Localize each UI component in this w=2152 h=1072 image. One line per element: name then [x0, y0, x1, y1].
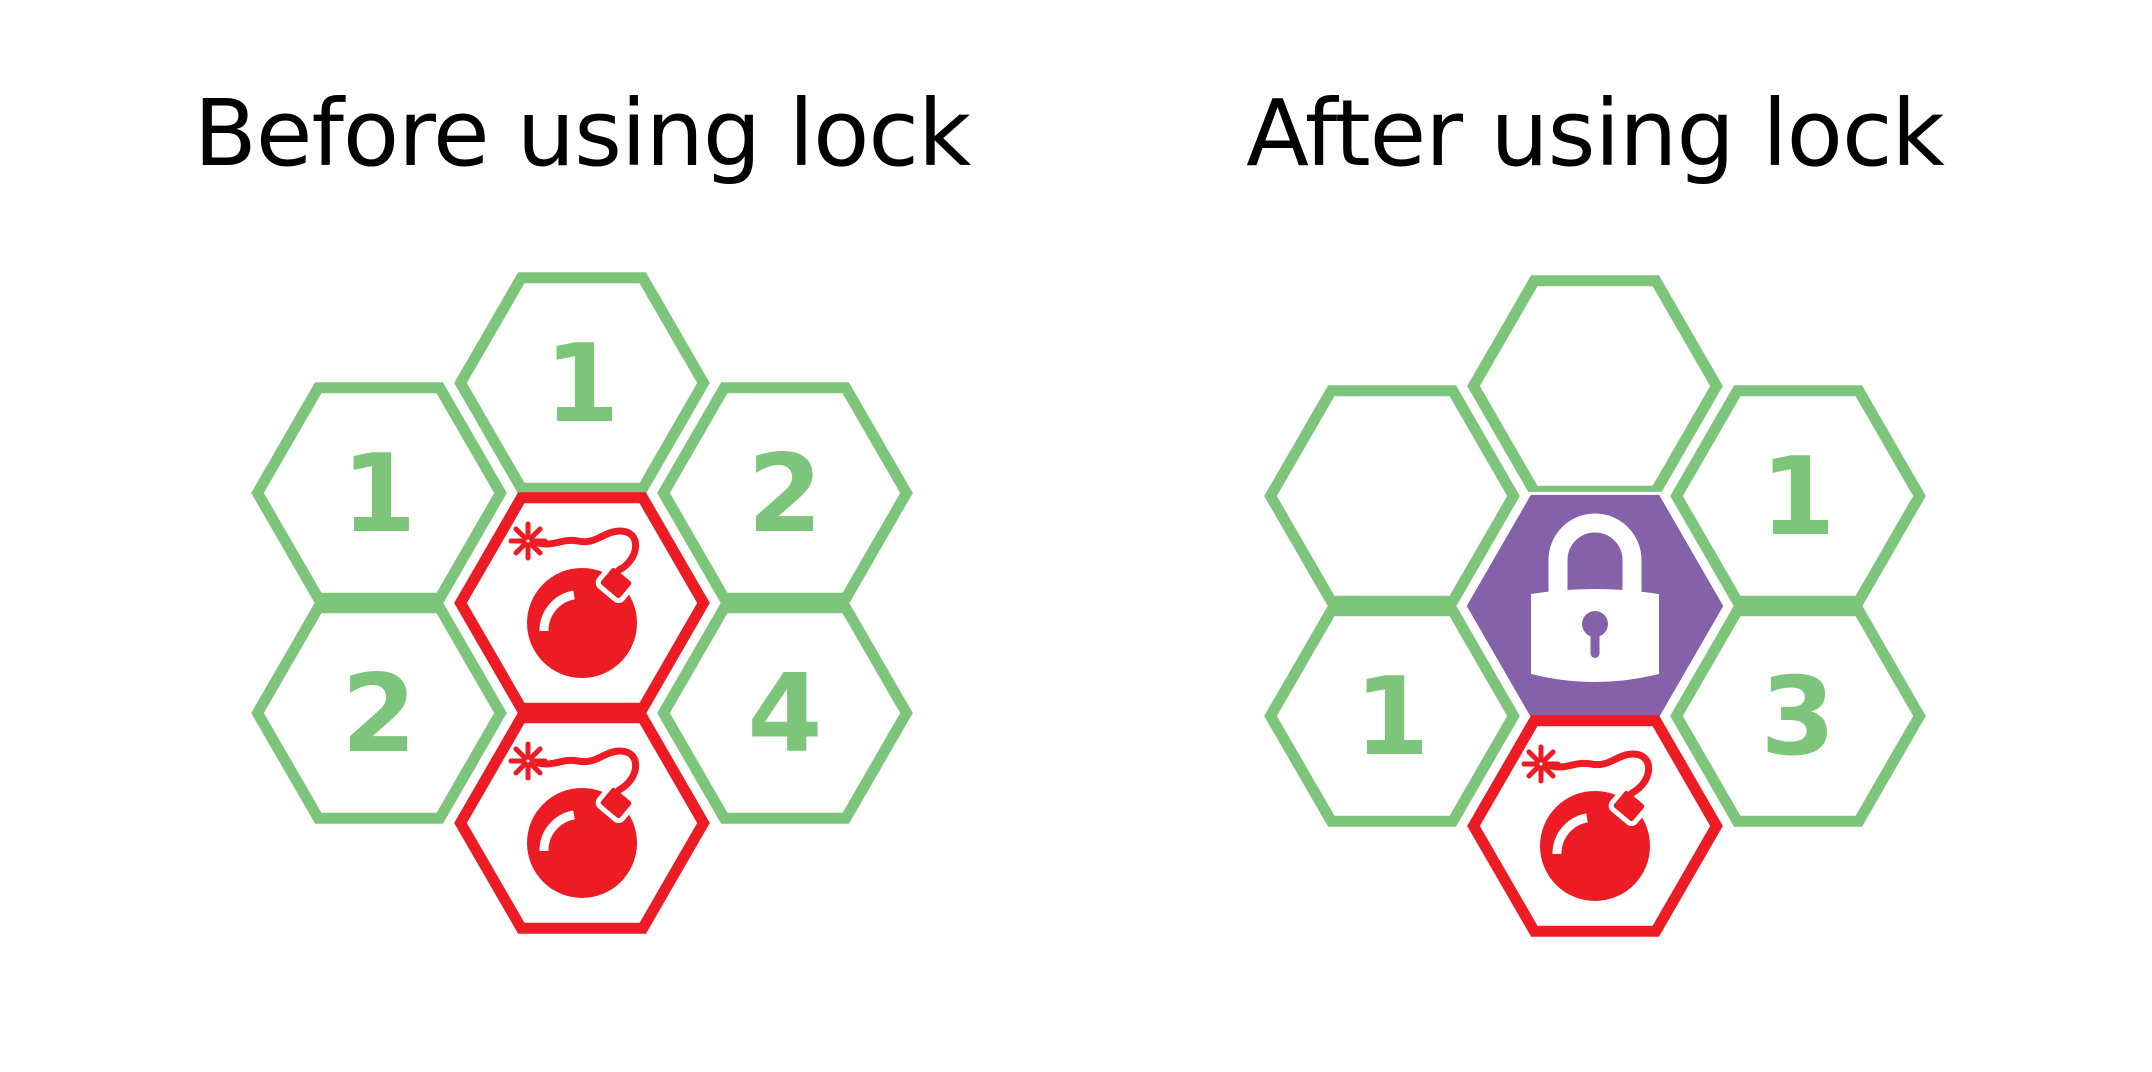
- mine-count-label: 1: [341, 432, 416, 557]
- hex-cell-upper-left[interactable]: [1264, 385, 1520, 607]
- hex-cell-center[interactable]: [1463, 491, 1727, 721]
- hex-board-after: 1 1 3: [1264, 275, 1926, 937]
- hex-cell-top[interactable]: 1: [454, 272, 710, 494]
- hex-cell-upper-right[interactable]: 1: [1670, 385, 1926, 607]
- padlock-icon: [1531, 513, 1659, 682]
- safe-hex-tile: [251, 382, 507, 604]
- hex-cell-lower-left[interactable]: 2: [251, 602, 507, 824]
- bomb-icon: [508, 521, 640, 678]
- safe-hex-tile: [1264, 605, 1520, 827]
- safe-hex-tile: [1670, 385, 1926, 607]
- mine-count-label: 3: [1760, 655, 1835, 780]
- safe-hex-tile: [454, 272, 710, 494]
- hex-cell-lower-right[interactable]: 3: [1670, 605, 1926, 827]
- hex-cell-lower-left[interactable]: 1: [1264, 605, 1520, 827]
- bomb-icon: [508, 741, 640, 898]
- hex-cell-top[interactable]: [1467, 275, 1723, 497]
- title-before-using-lock: Before using lock: [193, 80, 971, 187]
- safe-hex-tile: [657, 382, 913, 604]
- hex-cell-upper-left[interactable]: 1: [251, 382, 507, 604]
- hex-cell-upper-right[interactable]: 2: [657, 382, 913, 604]
- safe-hex-tile: [1264, 385, 1520, 607]
- mine-count-label: 2: [341, 652, 416, 777]
- safe-hex-tile: [1670, 605, 1926, 827]
- safe-hex-tile: [251, 602, 507, 824]
- hex-cell-center[interactable]: [454, 492, 710, 714]
- mine-count-label: 1: [1760, 435, 1835, 560]
- bomb-icon: [1521, 744, 1653, 901]
- mine-count-label: 1: [544, 322, 619, 447]
- hex-board-before: 1 1 2 2 4: [251, 272, 913, 934]
- hex-cell-bottom[interactable]: [1467, 715, 1723, 937]
- mine-count-label: 4: [747, 652, 822, 777]
- hex-cell-bottom[interactable]: [454, 712, 710, 934]
- mine-count-label: 2: [747, 432, 822, 557]
- safe-hex-tile: [1467, 275, 1723, 497]
- safe-hex-tile: [657, 602, 913, 824]
- mine-count-label: 1: [1354, 655, 1429, 780]
- title-after-using-lock: After using lock: [1246, 80, 1945, 187]
- hex-cell-lower-right[interactable]: 4: [657, 602, 913, 824]
